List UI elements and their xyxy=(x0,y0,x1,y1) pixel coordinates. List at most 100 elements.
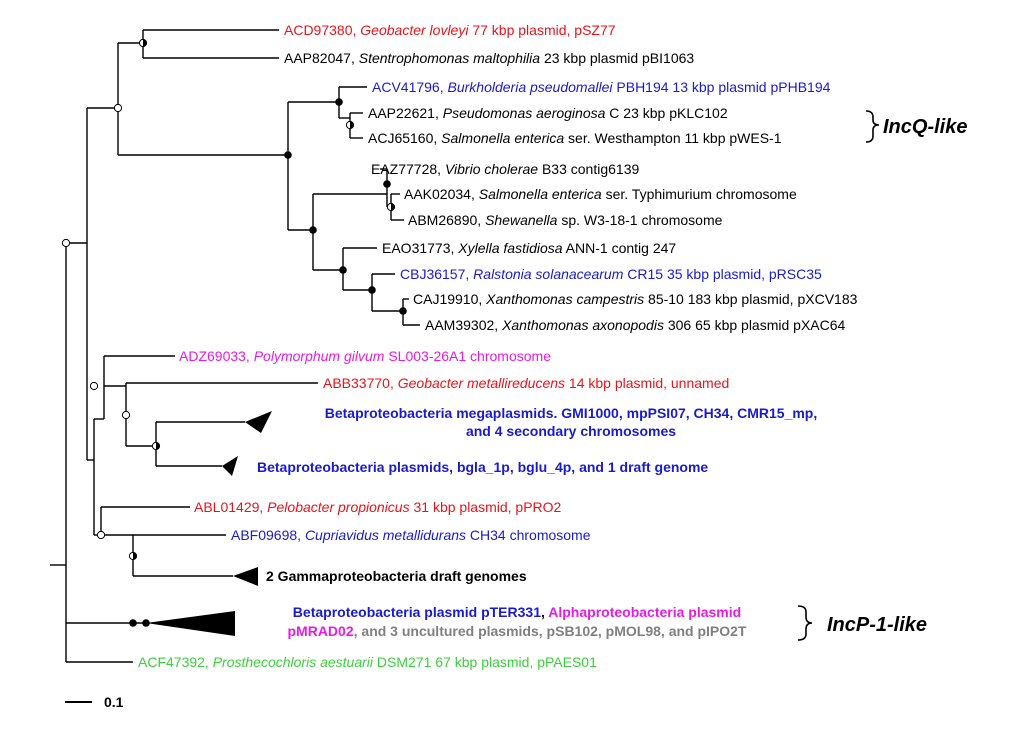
incp-clade-label: IncP-1-like xyxy=(827,614,927,636)
node-filled-marker xyxy=(309,226,317,234)
collapsed-clades xyxy=(146,411,272,636)
species-name: Vibrio cholerae xyxy=(445,161,538,177)
leaf-text: ANN-1 contig 247 xyxy=(563,240,677,256)
node-open-marker xyxy=(121,410,131,420)
leaf-text: 23 kbp plasmid pBI1063 xyxy=(540,50,694,66)
group-label-betaplasmids: Betaproteobacteria plasmids, bgla_1p, bg… xyxy=(257,459,708,475)
species-name: Pseudomonas aeroginosa xyxy=(443,105,606,121)
species-name: Burkholderia pseudomallei xyxy=(448,79,614,95)
node-filled-marker xyxy=(383,180,391,188)
leaf-text: EAZ77728, xyxy=(371,161,445,177)
species-name: Ralstonia solanacearum xyxy=(473,266,624,282)
leaf-label-aap82047: AAP82047, Stentrophomonas maltophilia 23… xyxy=(284,50,694,66)
leaf-text: ABB33770, xyxy=(323,375,398,391)
leaf-label-cbj36157: CBJ36157, Ralstonia solanacearum CR15 35… xyxy=(400,266,822,282)
leaf-text: ABF09698, xyxy=(231,527,305,543)
group-label-gamma-drafts: 2 Gammaproteobacteria draft genomes xyxy=(266,568,527,584)
leaf-labels: ACD97380, Geobacter lovleyi 77 kbp plasm… xyxy=(138,22,858,670)
leaf-text: 77 kbp plasmid, pSZ77 xyxy=(468,22,615,38)
leaf-text: ACF47392, xyxy=(138,654,213,670)
leaf-label-aap22621: AAP22621, Pseudomonas aeroginosa C 23 kb… xyxy=(368,105,728,121)
group-labels: Betaproteobacteria megaplasmids. GMI1000… xyxy=(257,405,817,639)
group-label-segment: and 4 secondary chromosomes xyxy=(466,423,676,439)
species-name: Stentrophomonas maltophilia xyxy=(359,50,541,66)
leaf-text: CH34 chromosome xyxy=(466,527,591,543)
group-label-segment: pMRAD02 xyxy=(288,623,354,639)
incq-brace xyxy=(865,110,880,143)
species-name: Shewanella xyxy=(485,212,558,228)
node-filled-marker xyxy=(339,266,347,274)
leaf-text: ACD97380, xyxy=(284,22,360,38)
leaf-text: AAP82047, xyxy=(284,50,359,66)
species-name: Salmonella enterica xyxy=(441,130,564,146)
megaplasmids-triangle xyxy=(245,411,272,433)
species-name: Geobacter metallireducens xyxy=(398,375,565,391)
leaf-text: ADZ69033, xyxy=(179,348,254,364)
leaf-text: CBJ36157, xyxy=(400,266,473,282)
leaf-text: EAO31773, xyxy=(382,240,458,256)
leaf-label-eao31773: EAO31773, Xylella fastidiosa ANN-1 conti… xyxy=(382,240,676,256)
node-half-marker xyxy=(128,551,138,561)
tree-branches xyxy=(50,29,420,663)
leaf-label-abl01429: ABL01429, Pelobacter propionicus 31 kbp … xyxy=(194,499,562,515)
leaf-label-aam39302: AAM39302, Xanthomonas axonopodis 306 65 … xyxy=(425,317,846,333)
group-label-segment: Betaproteobacteria plasmids, bgla_1p, bg… xyxy=(257,459,708,475)
species-name: Prosthecochloris aestuarii xyxy=(213,654,374,670)
incq-clade-label: IncQ-like xyxy=(883,116,967,138)
leaf-label-acd97380: ACD97380, Geobacter lovleyi 77 kbp plasm… xyxy=(284,22,616,38)
incp-triangle xyxy=(146,611,235,636)
node-open-marker xyxy=(61,238,71,248)
leaf-label-caj19910: CAJ19910, Xanthomonas campestris 85-10 1… xyxy=(413,291,858,307)
species-name: Xylella fastidiosa xyxy=(457,240,562,256)
leaf-text: SL003-26A1 chromosome xyxy=(384,348,551,364)
leaf-label-abm26890: ABM26890, Shewanella sp. W3-18-1 chromos… xyxy=(408,212,723,228)
betaplasmids-triangle xyxy=(222,456,238,476)
node-filled-marker xyxy=(129,619,137,627)
leaf-text: CR15 35 kbp plasmid, pRSC35 xyxy=(623,266,822,282)
node-open-marker xyxy=(96,530,106,540)
node-filled-marker xyxy=(368,286,376,294)
node-filled-marker xyxy=(335,98,343,106)
node-open-marker xyxy=(113,103,123,113)
node-filled-marker xyxy=(142,619,150,627)
leaf-text: AAP22621, xyxy=(368,105,443,121)
node-half-marker xyxy=(151,441,161,451)
leaf-text: ABL01429, xyxy=(194,499,267,515)
species-name: Pelobacter propionicus xyxy=(267,499,409,515)
node-half-marker xyxy=(138,38,148,48)
leaf-text: ser. Typhimurium chromosome xyxy=(602,186,797,202)
leaf-label-abb33770: ABB33770, Geobacter metallireducens 14 k… xyxy=(323,375,729,391)
group-label-megaplasmids: Betaproteobacteria megaplasmids. GMI1000… xyxy=(325,405,818,439)
leaf-text: ser. Westhampton 11 kbp pWES-1 xyxy=(564,130,782,146)
group-label-segment: Alphaproteobacteria plasmid xyxy=(548,604,741,620)
node-open-marker xyxy=(89,381,99,391)
leaf-label-eaz77728: EAZ77728, Vibrio cholerae B33 contig6139 xyxy=(371,161,639,177)
species-name: Salmonella enterica xyxy=(479,186,602,202)
leaf-text: ABM26890, xyxy=(408,212,485,228)
species-name: Xanthomonas campestris xyxy=(485,291,644,307)
species-name: Cupriavidus metallidurans xyxy=(305,527,466,543)
leaf-text: PBH194 13 kbp plasmid pPHB194 xyxy=(613,79,831,95)
node-filled-marker xyxy=(284,151,292,159)
node-half-marker xyxy=(386,202,396,212)
leaf-text: 31 kbp plasmid, pPRO2 xyxy=(410,499,562,515)
leaf-label-abf09698: ABF09698, Cupriavidus metallidurans CH34… xyxy=(231,527,591,543)
leaf-label-aak02034: AAK02034, Salmonella enterica ser. Typhi… xyxy=(404,186,797,202)
incp-brace xyxy=(797,605,813,641)
leaf-text: ACJ65160, xyxy=(368,130,441,146)
group-label-segment: 2 Gammaproteobacteria draft genomes xyxy=(266,568,527,584)
leaf-text: 306 65 kbp plasmid pXAC64 xyxy=(664,317,846,333)
node-markers xyxy=(61,38,407,627)
leaf-text: AAM39302, xyxy=(425,317,502,333)
leaf-text: DSM271 67 kbp plasmid, pPAES01 xyxy=(373,654,597,670)
species-name: Xanthomonas axonopodis xyxy=(501,317,664,333)
leaf-text: C 23 kbp pKLC102 xyxy=(605,105,727,121)
leaf-text: CAJ19910, xyxy=(413,291,486,307)
leaf-text: sp. W3-18-1 chromosome xyxy=(557,212,722,228)
scale-bar-label: 0.1 xyxy=(104,694,124,710)
leaf-text: 85-10 183 kbp plasmid, pXCV183 xyxy=(644,291,857,307)
leaf-label-acj65160: ACJ65160, Salmonella enterica ser. Westh… xyxy=(368,130,782,146)
species-name: Polymorphum gilvum xyxy=(254,348,385,364)
group-label-segment: , xyxy=(541,604,548,620)
